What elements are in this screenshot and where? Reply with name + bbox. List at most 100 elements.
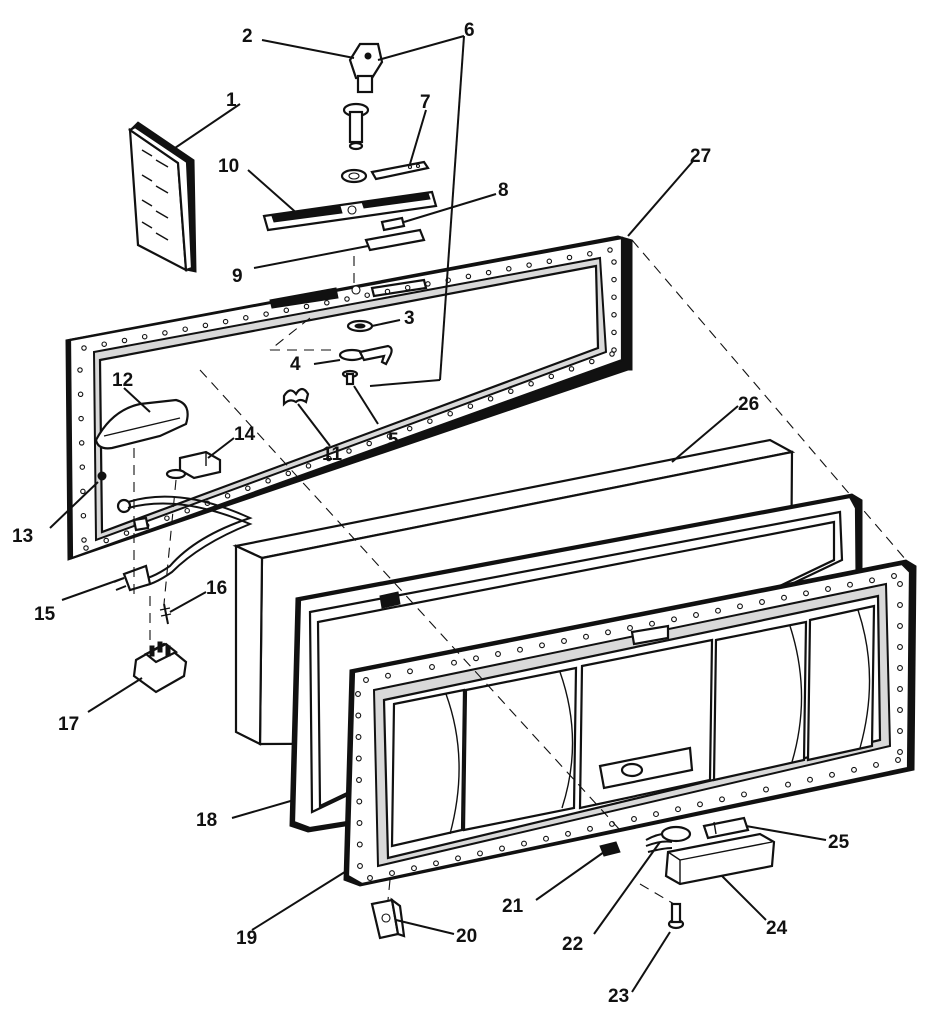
mounting-hole [355,691,361,697]
mounting-hole [367,875,373,881]
part-16-screw [159,603,172,625]
mounting-hole [847,581,853,588]
callout-14: 14 [234,424,256,445]
callout-11: 11 [322,444,343,465]
part-14-switch-box [165,450,222,480]
mounting-hole [123,530,130,536]
callout-9: 9 [232,266,243,287]
mounting-hole [346,448,352,454]
mounting-hole [611,329,617,336]
mounting-hole [164,515,170,521]
mounting-hole [265,478,271,484]
mounting-hole [433,860,439,867]
mounting-hole [356,841,363,848]
mounting-hole [385,672,391,679]
mounting-hole [611,347,617,353]
mounting-hole [609,820,615,827]
mounting-hole [429,664,435,670]
part-13-screw [97,471,107,481]
callout-7: 7 [420,92,431,113]
part-5-screw [341,369,359,386]
mounting-hole [404,284,411,291]
mounting-hole [121,337,128,344]
mounting-hole [77,391,84,398]
mounting-hole [897,623,903,629]
mounting-hole [715,607,721,614]
mounting-hole [356,820,363,826]
mounting-hole [80,488,86,495]
mounting-hole [326,455,332,462]
mounting-hole [451,659,457,666]
mounting-hole [583,633,589,640]
mounting-hole [103,537,109,544]
callout-22: 22 [562,934,583,955]
part-24-light-housing [664,832,776,886]
callout-15: 15 [34,604,56,625]
mounting-hole [384,288,391,295]
part-8-lock-clip [364,216,426,252]
mounting-hole [693,612,699,618]
mounting-hole [895,757,901,763]
mounting-hole [897,644,903,650]
mounting-hole [447,410,453,417]
mounting-hole [77,367,83,373]
part-2-lock-key [348,42,384,94]
mounting-hole [737,603,743,610]
callout-10: 10 [218,156,239,177]
callout-2: 2 [242,26,253,47]
mounting-hole [356,798,363,805]
mounting-hole [355,712,362,719]
callout-27: 27 [690,146,711,167]
mounting-hole [897,749,903,755]
mounting-hole [80,512,87,519]
mounting-hole [528,381,534,387]
mounting-hole [873,761,879,768]
mounting-hole [427,418,433,424]
mounting-hole [465,273,472,280]
mounting-hole [785,781,791,788]
mounting-hole [366,440,372,447]
part-7-latch-strip [370,160,430,181]
mounting-hole [587,825,593,832]
mounting-hole [697,801,703,808]
mounting-hole [605,629,611,636]
mounting-hole [763,786,769,793]
callout-19: 19 [236,928,257,949]
callout-13: 13 [12,526,33,547]
mounting-hole [517,646,523,653]
mounting-hole [611,276,617,283]
leader-lines [49,35,827,993]
mounting-hole [425,281,431,287]
mounting-hole [506,266,512,272]
mounting-hole [357,863,363,869]
mounting-hole [508,388,514,395]
mounting-hole [546,258,553,265]
mounting-hole [355,734,362,740]
mounting-hole [499,845,505,852]
mounting-hole [607,247,613,253]
callout-17: 17 [58,714,79,735]
mounting-hole [611,312,617,318]
mounting-hole [487,396,494,402]
alignment-lines [133,239,907,905]
mounting-hole [829,771,835,778]
mounting-hole [344,296,350,302]
mounting-hole [407,668,413,675]
mounting-hole [477,850,483,857]
mounting-hole [897,602,903,608]
mounting-hole [526,262,532,268]
mounting-hole [303,303,310,310]
part-23-screw [667,902,685,930]
mounting-hole [891,573,897,579]
mounting-hole [675,806,681,813]
mounting-hole [363,677,369,683]
mounting-hole [897,707,903,713]
callout-4: 4 [290,354,301,375]
mounting-hole [473,655,479,662]
mounting-hole [781,594,787,601]
mounting-hole [411,865,417,872]
mounting-hole [485,269,492,276]
mounting-hole [324,300,330,306]
mounting-hole [81,345,87,351]
